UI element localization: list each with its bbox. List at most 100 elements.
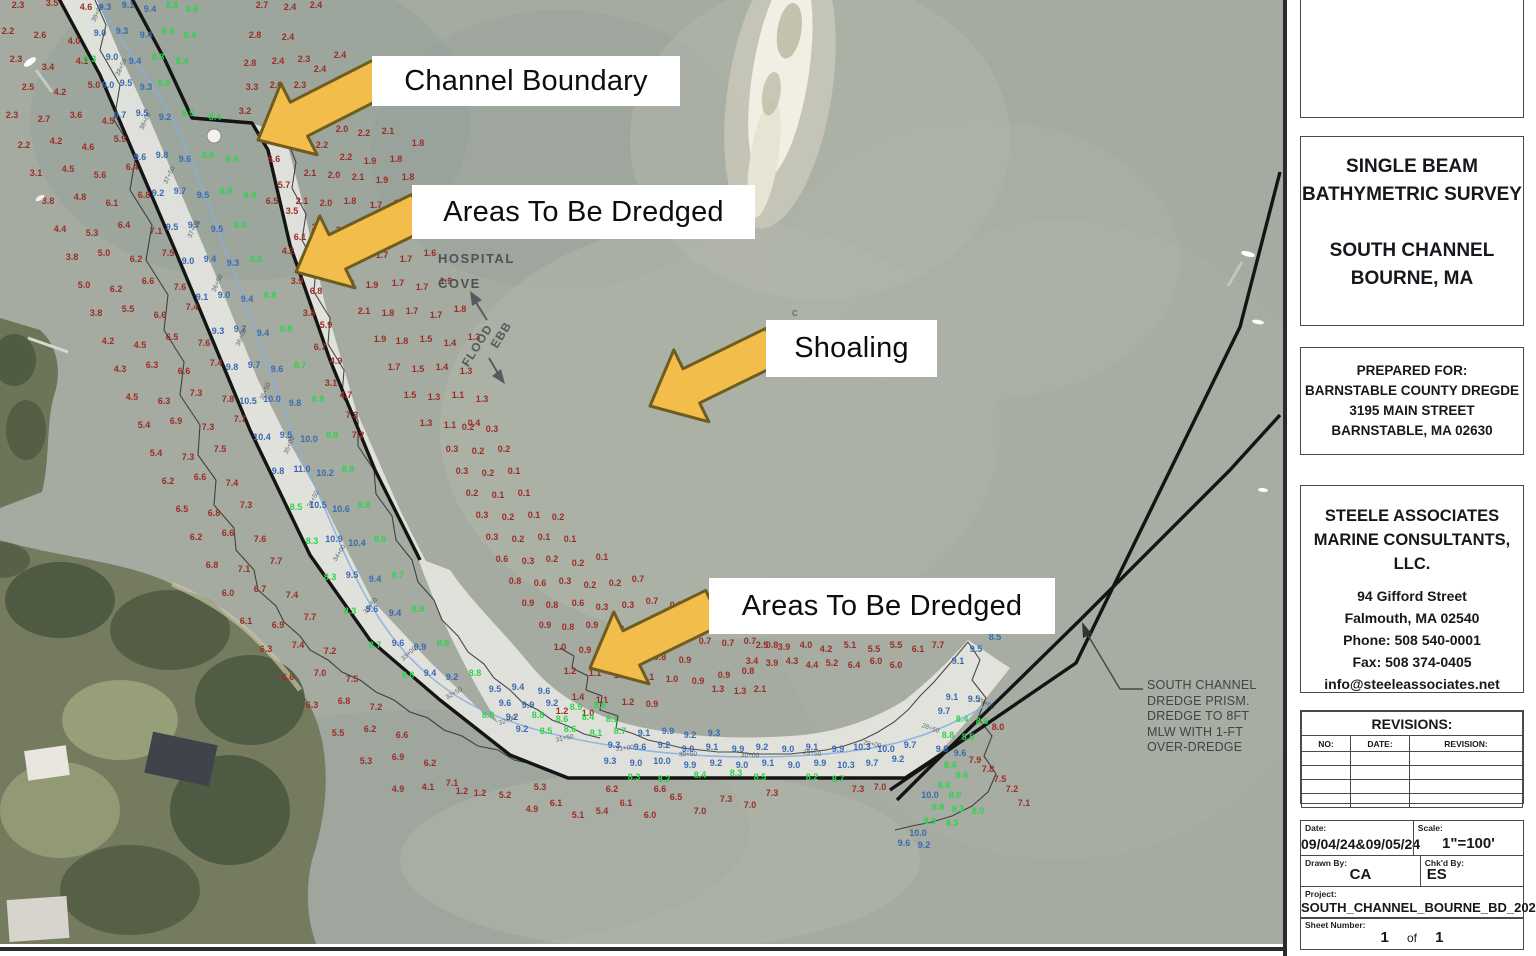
- prepared-for-line: PREPARED FOR:: [1356, 363, 1468, 378]
- depth-sounding: 9.4: [129, 56, 142, 66]
- station-label: 29+50: [803, 749, 822, 758]
- depth-sounding: 5.9: [320, 320, 333, 330]
- depth-sounding: 2.8: [249, 30, 262, 40]
- depth-sounding: 5.1: [844, 640, 857, 650]
- drawn-by-label: Drawn By:: [1305, 857, 1348, 868]
- depth-sounding: 0.3: [522, 556, 535, 566]
- depth-sounding: 9.0: [218, 290, 231, 300]
- depth-sounding: 1.2: [456, 786, 469, 796]
- depth-sounding: 2.1: [352, 172, 365, 182]
- depth-sounding: 8.3: [84, 54, 97, 64]
- depth-sounding: 8.1: [590, 728, 603, 738]
- depth-sounding: 7.5: [162, 248, 175, 258]
- depth-sounding: 8.3: [628, 772, 641, 782]
- depth-sounding: 1.0: [666, 674, 679, 684]
- depth-sounding: 8.9: [342, 464, 355, 474]
- depth-sounding: 6.1: [294, 232, 307, 242]
- depth-sounding: 7.2: [324, 646, 337, 656]
- depth-sounding: 4.3: [114, 364, 127, 374]
- depth-sounding: 10.2: [316, 468, 334, 478]
- depth-sounding: 6.3: [260, 644, 273, 654]
- depth-sounding: 8.7: [392, 570, 405, 580]
- station-label: 31+50: [555, 733, 575, 744]
- depth-sounding: 6.0: [222, 588, 235, 598]
- scale-value: 1"=100': [1441, 835, 1495, 852]
- depth-sounding: 1.8: [390, 154, 403, 164]
- depth-sounding: 0.9: [522, 598, 535, 608]
- depth-sounding: 6.3: [146, 360, 159, 370]
- depth-sounding: 1.1: [452, 390, 465, 400]
- dredge-note-leader: [1082, 622, 1143, 690]
- depth-sounding: 8.8: [264, 290, 277, 300]
- depth-sounding: 5.0: [78, 280, 91, 290]
- depth-sounding: 9.4: [204, 254, 217, 264]
- station-label: 30+00: [741, 752, 760, 760]
- dredge-prism-note: SOUTH CHANNEL DREDGE PRISM. DREDGE TO 8F…: [1147, 678, 1265, 756]
- prepared-for-line: BARNSTABLE, MA 02630: [1331, 423, 1493, 438]
- depth-sounding: 9.9: [684, 760, 697, 770]
- depth-sounding: 0.8: [562, 622, 575, 632]
- depth-sounding: 9.4: [257, 328, 270, 338]
- depth-sounding: 7.3: [240, 500, 253, 510]
- revisions-empty-row: [1301, 751, 1523, 766]
- depth-sounding: 6.2: [162, 476, 175, 486]
- depth-sounding: 4.4: [54, 224, 67, 234]
- depth-sounding: 9.7: [248, 360, 261, 370]
- depth-sounding: 2.4: [310, 0, 323, 10]
- checked-by-label: Chk'd By:: [1424, 857, 1465, 868]
- depth-sounding: 8.4: [244, 190, 257, 200]
- channel-boundary-lines: [57, 0, 1282, 802]
- company-block: STEELE ASSOCIATES MARINE CONSULTANTS, LL…: [1300, 485, 1524, 693]
- depth-sounding: 6.1: [550, 798, 563, 808]
- callout-channel-boundary-label: Channel Boundary: [404, 64, 648, 97]
- depth-sounding: 8.5: [290, 502, 303, 512]
- depth-sounding: 6.5: [670, 792, 683, 802]
- depth-sounding: 9.1: [638, 728, 651, 738]
- depth-sounding: 8.0: [949, 790, 962, 800]
- depth-sounding: 9.6: [392, 638, 405, 648]
- depth-sounding: 9.7: [234, 324, 247, 334]
- depth-sounding: 10.3: [853, 742, 871, 752]
- depth-sounding: 0.3: [559, 576, 572, 586]
- depth-sounding: 9.6: [499, 698, 512, 708]
- depth-sounding: 2.7: [38, 114, 51, 124]
- depth-sounding: 0.1: [492, 490, 505, 500]
- depth-sounding: 8.8: [402, 670, 415, 680]
- depth-sounding: 0.8: [742, 666, 755, 676]
- depth-sounding: 2.2: [18, 140, 31, 150]
- depth-sounding: 1.7: [406, 306, 419, 316]
- depth-sounding: 8.8: [358, 500, 371, 510]
- depth-sounding: 5.5: [890, 640, 903, 650]
- date-cell: Date: 09/04/24&09/05/24: [1300, 820, 1420, 856]
- depth-sounding: 6.9: [272, 620, 285, 630]
- depth-sounding: 9.9: [732, 744, 745, 754]
- depth-sounding: 9.2: [516, 724, 529, 734]
- logo-box: [1300, 0, 1524, 118]
- sheet-total: 1: [1435, 928, 1444, 946]
- buoy-marker: [206, 128, 222, 144]
- depth-sounding: 9.2: [658, 740, 671, 750]
- sheet-border-bottom: [0, 944, 1283, 956]
- depth-sounding: 4.5: [102, 116, 115, 126]
- depth-sounding: 9.4: [389, 608, 402, 618]
- depth-sounding: 9.5: [280, 430, 293, 440]
- callout-channel-boundary: Channel Boundary: [372, 56, 680, 106]
- depth-sounding: 5.0: [98, 248, 111, 258]
- depth-sounding: 6.3: [158, 396, 171, 406]
- depth-sounding: 3.6: [70, 110, 83, 120]
- depth-sounding: 9.3: [708, 728, 721, 738]
- depth-sounding: 9.1: [122, 0, 135, 10]
- depth-sounding: 1.3: [428, 392, 441, 402]
- depth-sounding: 9.9: [814, 758, 827, 768]
- depth-sounding: 0.2: [512, 534, 525, 544]
- depth-sounding: 11.0: [293, 464, 310, 474]
- depth-sounding: 2.4: [334, 50, 347, 60]
- depth-sounding: 9.5: [970, 644, 983, 654]
- depth-sounding: 2.2: [340, 152, 353, 162]
- depth-sounding: 8.6: [186, 4, 199, 14]
- sheet-current: 1: [1380, 928, 1389, 946]
- depth-sounding: 5.5: [332, 728, 345, 738]
- depth-sounding: 6.6: [282, 672, 295, 682]
- depth-sounding: 1.8: [382, 308, 395, 318]
